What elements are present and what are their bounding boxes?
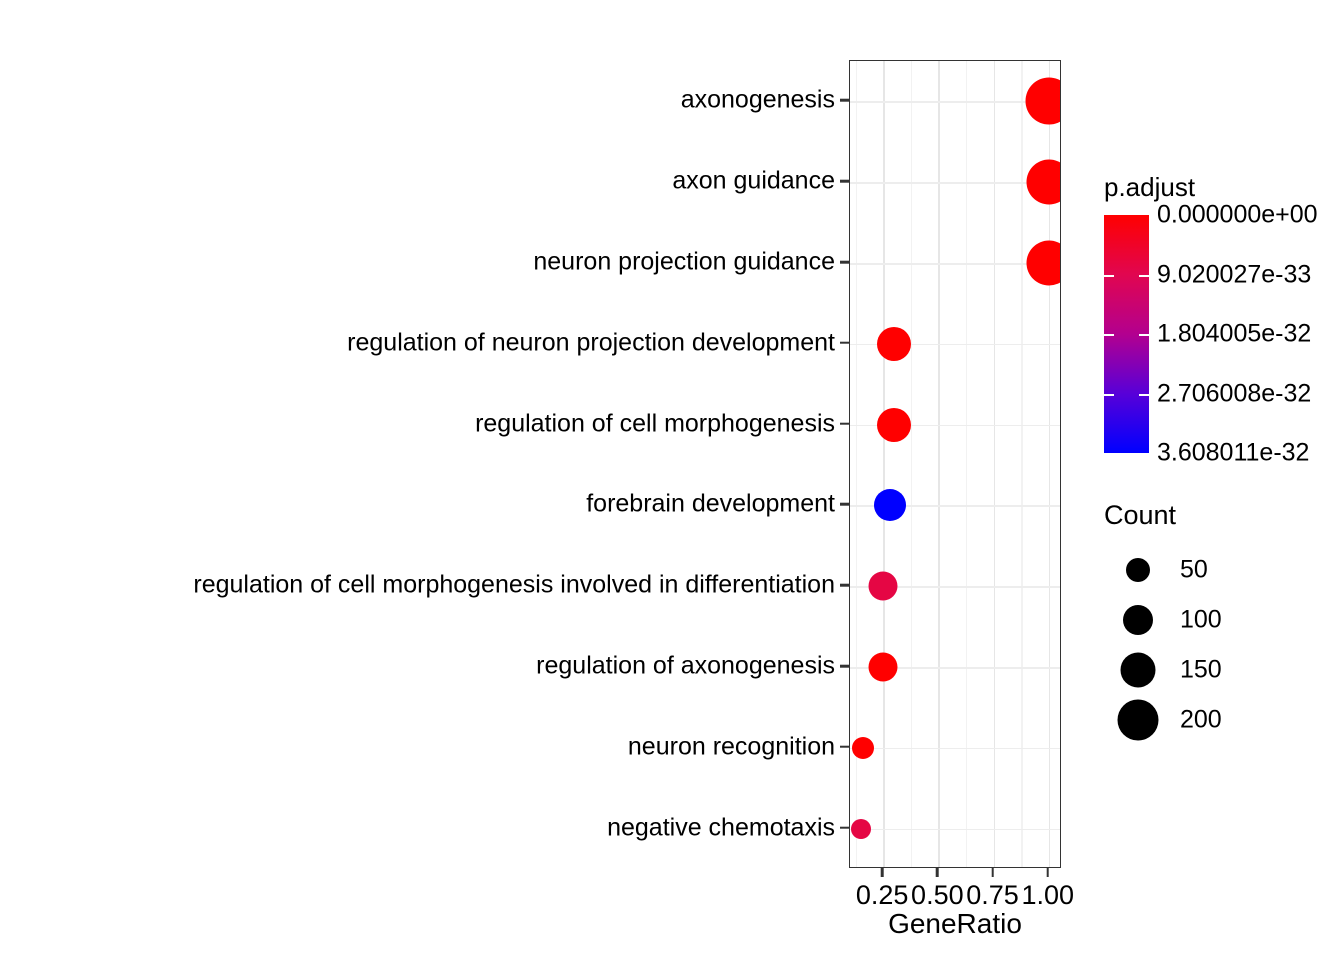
y-axis-tick-mark: [840, 503, 849, 506]
y-axis-tick-label: axonogenesis: [680, 85, 835, 114]
data-point[interactable]: [1026, 159, 1060, 205]
y-axis-tick-mark: [840, 664, 849, 668]
data-point[interactable]: [1026, 240, 1060, 286]
y-axis-tick-mark: [840, 179, 849, 183]
x-axis-tick-label: 1.00: [1021, 880, 1075, 910]
gridline-horizontal: [850, 424, 1060, 427]
color-legend-tick: [1139, 393, 1149, 396]
x-axis-tick-label: 0.75: [966, 880, 1019, 910]
y-axis-tick-label: regulation of cell morphogenesis: [475, 409, 835, 438]
y-axis-tick-label: neuron projection guidance: [533, 247, 835, 276]
y-axis-tick-label: regulation of axonogenesis: [536, 651, 835, 680]
y-axis-tick-mark: [840, 745, 849, 749]
count-legend-dot: [1123, 605, 1153, 635]
count-legend-dot: [1117, 699, 1159, 741]
y-axis-tick-label: regulation of cell morphogenesis involve…: [193, 570, 835, 599]
data-point[interactable]: [851, 818, 872, 839]
gridline-horizontal: [850, 586, 1060, 588]
data-point[interactable]: [873, 489, 906, 522]
color-gradient-bar: [1104, 215, 1149, 453]
count-legend-label: 100: [1180, 605, 1222, 634]
gridline-horizontal: [850, 263, 1060, 265]
y-axis-tick-label: negative chemotaxis: [607, 813, 835, 842]
color-legend-tick: [1139, 274, 1149, 277]
x-axis-tick-mark: [991, 868, 994, 877]
data-point[interactable]: [868, 652, 898, 682]
x-axis-tick-label: 0.25: [855, 880, 909, 910]
gridline-horizontal: [850, 505, 1060, 507]
gridline-minor-vertical: [910, 61, 913, 867]
data-point[interactable]: [877, 326, 912, 361]
y-axis-tick-label: neuron recognition: [627, 732, 835, 761]
y-axis-tick-mark: [840, 826, 849, 829]
gridline-major-vertical: [883, 61, 885, 867]
count-legend-dot: [1126, 558, 1150, 582]
gridline-minor-vertical: [965, 61, 968, 867]
gridline-minor-vertical: [855, 61, 857, 867]
gridline-horizontal: [850, 747, 1060, 750]
y-axis-tick-mark: [840, 260, 849, 264]
color-legend-label: 9.020027e-33: [1157, 260, 1312, 288]
gridline-horizontal: [850, 343, 1060, 346]
gridline-horizontal: [850, 101, 1060, 103]
gridline-minor-vertical: [1021, 61, 1023, 867]
x-axis-tick-mark: [1046, 868, 1050, 877]
legend-p-adjust-title: p.adjust: [1104, 172, 1196, 202]
x-axis-tick-mark: [880, 868, 884, 877]
gridline-horizontal: [850, 828, 1060, 831]
y-axis-tick-mark: [840, 422, 849, 425]
data-point[interactable]: [1025, 77, 1060, 125]
color-legend-tick: [1104, 393, 1114, 396]
data-point[interactable]: [877, 407, 912, 442]
x-axis-tick-mark: [936, 868, 939, 877]
count-legend-dot: [1120, 652, 1156, 688]
gridline-horizontal: [850, 667, 1060, 669]
x-axis-tick-label: 0.50: [911, 880, 964, 910]
count-legend-label: 200: [1180, 705, 1222, 734]
color-legend-label: 2.706008e-32: [1157, 379, 1312, 407]
y-axis-tick-mark: [840, 341, 849, 345]
y-axis-tick-label: axon guidance: [672, 166, 835, 195]
gridline-horizontal: [850, 182, 1060, 184]
gridline-major-vertical: [993, 61, 996, 867]
y-axis-tick-mark: [840, 583, 849, 587]
plot-panel: [849, 60, 1061, 868]
color-legend-label: 0.000000e+00: [1157, 200, 1318, 229]
color-legend-tick: [1139, 334, 1149, 336]
legend-count-title: Count: [1104, 500, 1177, 530]
count-legend-label: 50: [1180, 555, 1208, 584]
color-legend-tick: [1104, 274, 1114, 277]
count-legend-label: 150: [1180, 655, 1222, 684]
y-axis-tick-label: regulation of neuron projection developm…: [347, 328, 835, 357]
color-legend-label: 3.608011e-32: [1157, 438, 1310, 467]
gridline-major-vertical: [938, 61, 940, 867]
gridline-major-vertical: [1048, 61, 1051, 867]
y-axis-tick-label: forebrain development: [586, 489, 835, 518]
data-point[interactable]: [868, 571, 898, 601]
x-axis-title: GeneRatio: [888, 908, 1022, 939]
color-legend-tick: [1104, 334, 1114, 336]
data-point[interactable]: [852, 736, 875, 759]
color-legend-label: 1.804005e-32: [1157, 319, 1312, 348]
y-axis-tick-mark: [840, 99, 849, 102]
